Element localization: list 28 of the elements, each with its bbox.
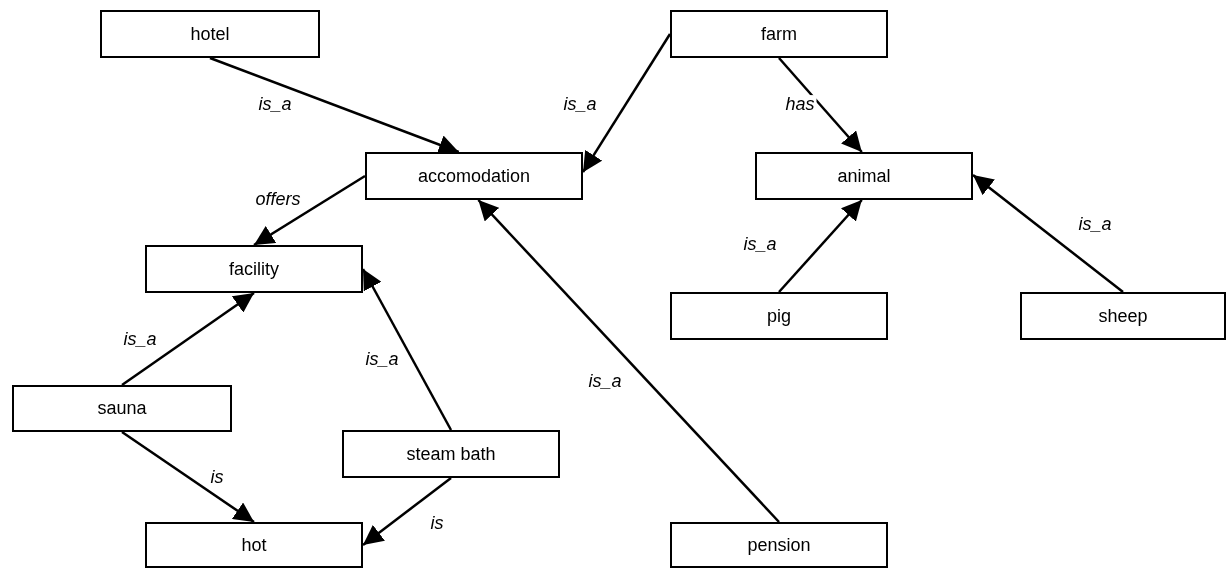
edge-label: is_a: [363, 350, 401, 370]
concept-box: pension: [670, 522, 888, 568]
concept-box: sauna: [12, 385, 232, 432]
concept-box: sheep: [1020, 292, 1226, 340]
arrow: [362, 477, 452, 546]
concept-box: animal: [755, 152, 973, 200]
arrow: [121, 430, 255, 524]
arrow: [972, 174, 1124, 293]
concept-box: farm: [670, 10, 888, 58]
arrow: [778, 57, 863, 153]
concept-box: hotel: [100, 10, 320, 58]
edge-label: is_a: [121, 330, 159, 350]
edge-label: is_a: [1076, 215, 1114, 235]
edge-label: is_a: [561, 95, 599, 115]
concept-box: facility: [145, 245, 363, 293]
arrow: [253, 174, 366, 247]
concept-box: hot: [145, 522, 363, 568]
edge-label: is_a: [741, 235, 779, 255]
arrow: [477, 199, 780, 523]
edge-label: is_a: [256, 95, 294, 115]
arrow: [121, 291, 255, 387]
arrow: [581, 33, 672, 173]
concept-box: steam bath: [342, 430, 560, 478]
concept-box: accomodation: [365, 152, 583, 200]
concept-box: pig: [670, 292, 888, 340]
edge-label: is_a: [586, 372, 624, 392]
arrow: [778, 199, 863, 293]
arrow: [209, 56, 460, 155]
